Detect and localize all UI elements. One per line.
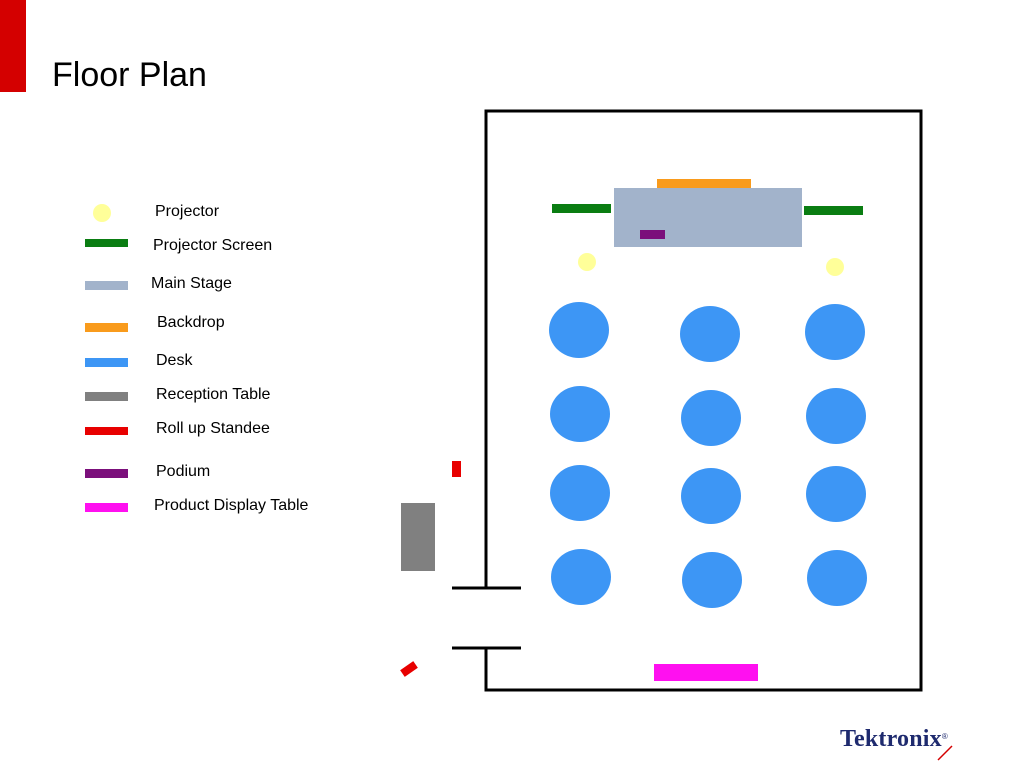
legend-label: Main Stage [151,275,232,292]
desk [806,388,866,444]
legend-item-reception-table: Reception Table [0,383,380,413]
backdrop-swatch [85,323,128,332]
legend-label: Projector Screen [153,237,273,254]
legend-item-roll-up-standee: Roll up Standee [0,417,380,447]
desk [550,386,610,442]
desk [681,468,741,524]
legend-item-product-display-table: Product Display Table [0,494,380,524]
reception-table [401,503,435,571]
desk [551,549,611,605]
desk [805,304,865,360]
accent-bar [0,0,26,92]
logo-text: Tektronix [840,726,942,752]
roll-up-standee-swatch [85,427,128,435]
main-stage-swatch [85,281,128,290]
legend-label: Projector [155,203,220,220]
projector-screen-left [552,204,611,213]
backdrop [657,179,751,188]
desk [682,552,742,608]
legend-item-desk: Desk [0,349,380,379]
desk [549,302,609,358]
projector-right [826,258,844,276]
podium [640,230,665,239]
projector-screen-right [804,206,863,215]
podium-swatch [85,469,128,478]
legend-item-main-stage: Main Stage [0,272,380,302]
desk [550,465,610,521]
legend-item-backdrop: Backdrop [0,311,380,341]
desk [680,306,740,362]
legend-item-projector: Projector [0,200,380,230]
legend-label: Reception Table [156,386,271,403]
desk [807,550,867,606]
legend-item-podium: Podium [0,460,380,490]
legend-label: Product Display Table [154,497,309,514]
legend-label: Backdrop [157,314,225,331]
legend-label: Desk [156,352,193,369]
projector-left [578,253,596,271]
reception-table-swatch [85,392,128,401]
logo-swoosh-icon [937,745,953,761]
legend-label: Roll up Standee [156,420,270,437]
roll-up-standee-bottom [400,661,418,677]
legend-item-projector-screen: Projector Screen [0,234,380,264]
desk [806,466,866,522]
room-walls [484,109,923,692]
desk-swatch [85,358,128,367]
legend-label: Podium [156,463,211,480]
projector-swatch [93,204,111,222]
tektronix-logo: Tektronix® [840,726,980,756]
product-display-table-swatch [85,503,128,512]
page-title: Floor Plan [52,56,207,94]
logo-registered-mark: ® [941,732,948,741]
roll-up-standee-top [452,461,461,477]
product-display-table [654,664,758,681]
desk [681,390,741,446]
projector-screen-swatch [85,239,128,247]
